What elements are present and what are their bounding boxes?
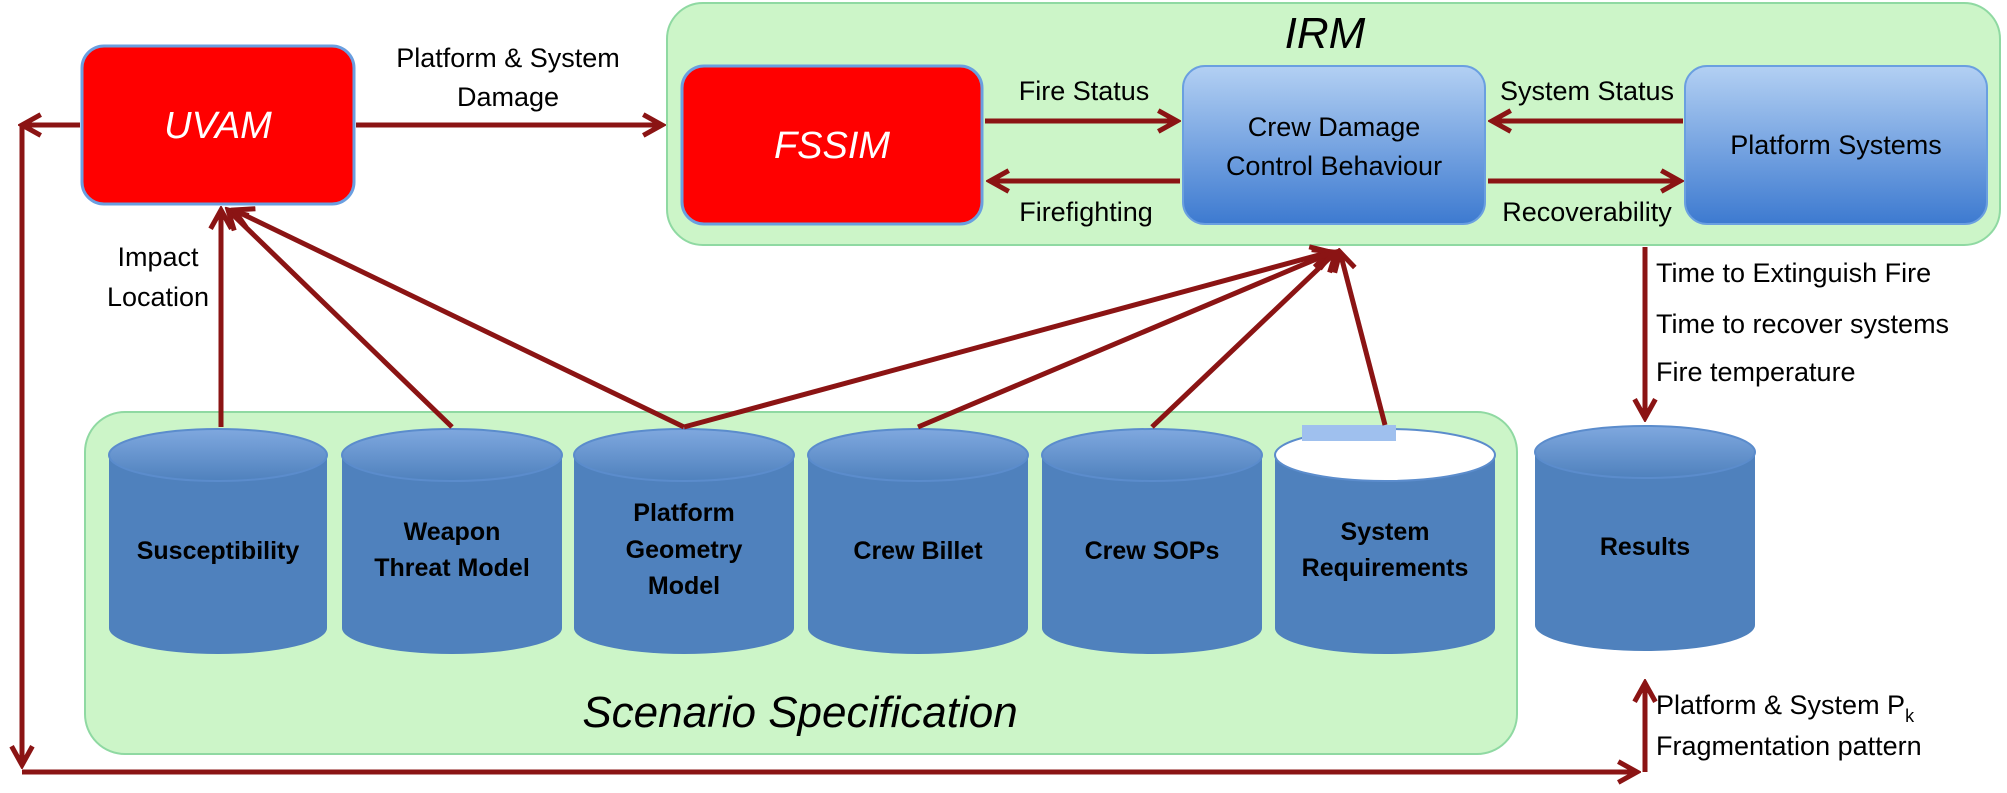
db-results (1534, 425, 1756, 651)
output-label-temperature: Fire temperature (1656, 357, 1856, 387)
db-label-weapon-1: Weapon (404, 518, 501, 546)
db-crew-sops (1041, 428, 1263, 654)
platform-systems-label: Platform Systems (1730, 130, 1942, 160)
platform-systems-box (1684, 65, 1988, 225)
db-platform-geometry-model (573, 428, 795, 654)
db-crew-billet (807, 428, 1029, 654)
crew-damage-box (1182, 65, 1486, 225)
db-label-weapon-2: Threat Model (374, 554, 530, 582)
db-label-geometry-3: Model (648, 572, 720, 600)
crew-damage-label-1: Crew Damage (1248, 112, 1421, 142)
edge-label-recoverability: Recoverability (1502, 197, 1672, 227)
arrow-geometry-to-uvam (234, 210, 686, 430)
edge-label-fire-status: Fire Status (1019, 76, 1150, 106)
output-label-extinguish: Time to Extinguish Fire (1656, 258, 1931, 288)
output-label-recover: Time to recover systems (1656, 309, 1949, 339)
uvam-label: UVAM (164, 105, 272, 147)
pk-label-1: Platform & System Pk (1656, 690, 1915, 726)
db-label-susceptibility: Susceptibility (137, 537, 300, 565)
pk-label-2: Fragmentation pattern (1656, 731, 1922, 761)
db-label-requirements-1: System (1341, 518, 1430, 546)
db-susceptibility (108, 428, 328, 654)
db-label-geometry-2: Geometry (626, 536, 743, 564)
db-system-requirements (1274, 425, 1496, 654)
edge-label-system-status: System Status (1500, 76, 1674, 106)
crew-damage-label-2: Control Behaviour (1226, 151, 1442, 181)
fssim-label: FSSIM (774, 125, 890, 167)
db-weapon-threat-model (341, 428, 563, 654)
irm-title: IRM (1285, 9, 1366, 58)
db-label-crew-sops: Crew SOPs (1085, 537, 1220, 565)
db-label-geometry-1: Platform (633, 499, 734, 527)
edge-label-impact-1: Impact (117, 242, 199, 272)
arrow-sops-to-crew (1150, 252, 1336, 429)
uvam-box (80, 44, 356, 206)
scenario-title: Scenario Specification (582, 688, 1017, 737)
edge-label-platform-damage-2: Damage (457, 82, 559, 112)
edge-label-platform-damage-1: Platform & System (396, 43, 620, 73)
edge-label-impact-2: Location (107, 282, 209, 312)
arrow-weapon-to-uvam (228, 210, 454, 429)
db-label-results: Results (1600, 533, 1690, 561)
arrow-requirements-to-crew (1340, 252, 1388, 426)
arrow-billet-to-crew (917, 252, 1333, 430)
db-label-crew-billet: Crew Billet (853, 537, 983, 565)
pk-subscript: k (1905, 706, 1915, 726)
db-label-requirements-2: Requirements (1302, 554, 1469, 582)
edge-label-firefighting: Firefighting (1019, 197, 1153, 227)
fssim-box (680, 64, 984, 226)
arrow-geometry-to-crew (683, 252, 1330, 430)
